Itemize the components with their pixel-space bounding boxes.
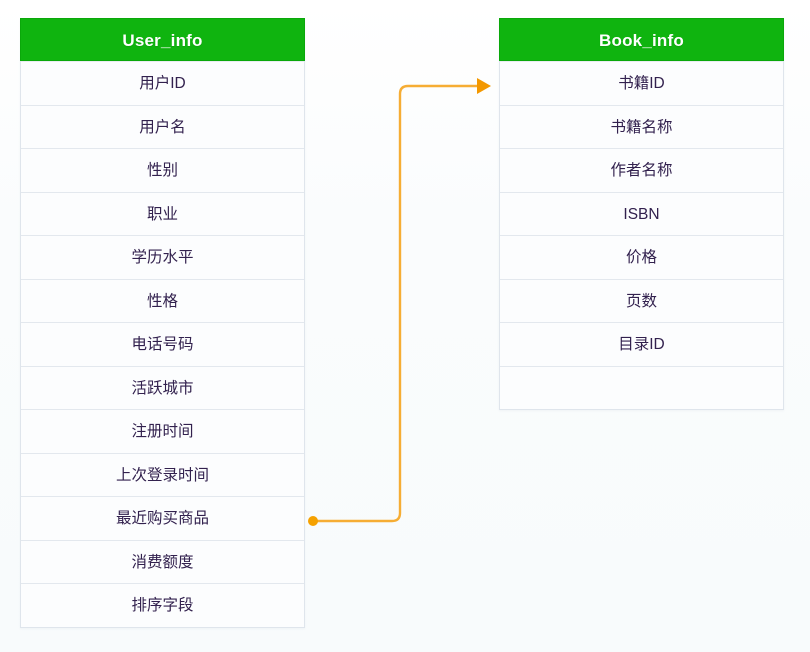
entity-field-row[interactable]: 书籍名称 <box>500 104 783 148</box>
entity-rows-book-info: 书籍ID 书籍名称 作者名称 ISBN 价格 页数 目录ID <box>500 61 783 409</box>
entity-field-row[interactable]: 作者名称 <box>500 148 783 192</box>
entity-field-row[interactable]: 上次登录时间 <box>21 452 304 496</box>
entity-field-row[interactable]: ISBN <box>500 191 783 235</box>
entity-field-row[interactable]: 目录ID <box>500 322 783 366</box>
entity-field-row[interactable]: 排序字段 <box>21 583 304 627</box>
entity-field-row[interactable]: 注册时间 <box>21 409 304 453</box>
entity-field-row[interactable]: 书籍ID <box>500 61 783 105</box>
entity-field-row[interactable]: 页数 <box>500 278 783 322</box>
entity-table-user-info[interactable]: User_info 用户ID 用户名 性别 职业 学历水平 性格 电话号码 活跃… <box>20 18 305 628</box>
entity-field-row[interactable]: 用户ID <box>21 61 304 105</box>
entity-rows-user-info: 用户ID 用户名 性别 职业 学历水平 性格 电话号码 活跃城市 注册时间 上次… <box>21 61 304 627</box>
entity-field-row[interactable]: 价格 <box>500 235 783 279</box>
entity-field-row[interactable]: 性格 <box>21 278 304 322</box>
entity-field-row[interactable]: 电话号码 <box>21 322 304 366</box>
connector-arrow-icon <box>477 78 491 94</box>
connector-dot-icon <box>308 516 318 526</box>
entity-field-row[interactable]: 活跃城市 <box>21 365 304 409</box>
entity-table-book-info[interactable]: Book_info 书籍ID 书籍名称 作者名称 ISBN 价格 页数 目录ID <box>499 18 784 410</box>
entity-field-row[interactable]: 学历水平 <box>21 235 304 279</box>
entity-field-row[interactable]: 职业 <box>21 191 304 235</box>
entity-field-row[interactable]: 消费额度 <box>21 539 304 583</box>
connector-line <box>312 84 482 523</box>
entity-header-book-info: Book_info <box>499 18 784 61</box>
entity-header-user-info: User_info <box>20 18 305 61</box>
entity-field-row[interactable]: 用户名 <box>21 104 304 148</box>
entity-field-row[interactable] <box>500 365 783 409</box>
entity-field-row[interactable]: 最近购买商品 <box>21 496 304 540</box>
entity-field-row[interactable]: 性别 <box>21 148 304 192</box>
